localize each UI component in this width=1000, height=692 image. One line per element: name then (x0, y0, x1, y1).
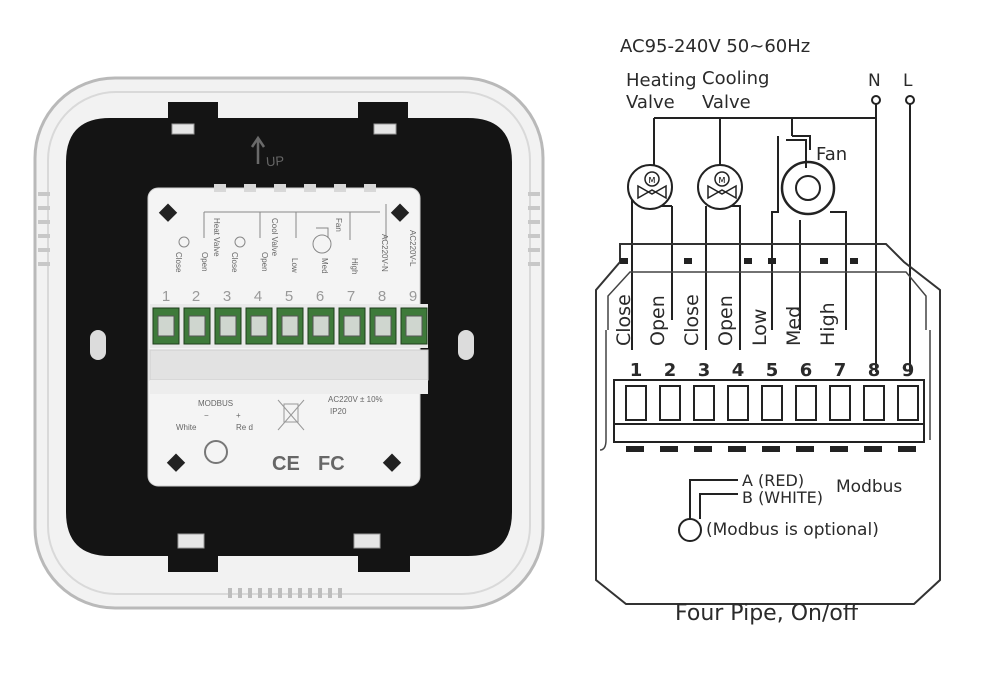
photo-label-fan: Fan (334, 218, 343, 232)
photo-label-cool-valve: Cool Valve (270, 218, 279, 257)
photo-ce-mark: CE (272, 453, 300, 475)
diagram-terminal-number: 4 (732, 360, 745, 381)
supply-label: AC95-240V 50~60Hz (620, 36, 810, 57)
photo-label-ac-n: AC220V-N (380, 234, 389, 272)
diagram-terminal-labels: Close Open Close Open Low Med High (613, 294, 839, 346)
bottom-vents (228, 588, 342, 598)
svg-text:M: M (719, 176, 726, 185)
modbus-b-label: B (WHITE) (742, 488, 823, 507)
weee-bin-icon (277, 399, 305, 431)
diagram-thermostat-outline (595, 243, 941, 605)
photo-modbus-area: MODBUS − + White Re d AC220V ± 10% IP20 (176, 395, 383, 432)
photo-terminal-number: 4 (254, 288, 262, 305)
l-label: L (903, 71, 913, 91)
mount-slot-left (90, 330, 106, 360)
photo-modbus-title: MODBUS (198, 399, 233, 408)
n-label: N (868, 71, 881, 91)
heating-valve-label-line1: Heating (626, 70, 697, 91)
photo-terminal-number: 8 (378, 288, 386, 305)
modbus-note: (Modbus is optional) (706, 520, 879, 540)
photo-modbus-red: Re d (236, 423, 253, 432)
photo-label-close1: Close (174, 252, 183, 273)
photo-label-open1: Open (200, 252, 209, 272)
photo-terminal-number: 6 (316, 288, 324, 305)
diagram-terminal-number: 9 (902, 360, 915, 381)
modbus-title: Modbus (836, 477, 902, 497)
diagram-label-med: Med (783, 306, 805, 346)
diagram-terminal-number: 5 (766, 360, 779, 381)
diagram-terminal-number: 1 (630, 360, 643, 381)
heating-valve-icon: M (627, 164, 673, 210)
up-label: UP (266, 153, 285, 169)
diagram-label-high: High (817, 302, 839, 346)
photo-label-med: Med (320, 258, 329, 274)
mount-slot-right (458, 330, 474, 360)
photo-terminal-block (149, 304, 429, 394)
cooling-valve-label-line2: Valve (702, 92, 751, 113)
photo-terminal-number: 1 (162, 288, 170, 305)
thermostat-back-photo: UP Close Open Heat Valve (33, 76, 545, 610)
photo-terminal-number: 7 (347, 288, 355, 305)
diagram-terminal-number: 8 (868, 360, 881, 381)
heating-valve-label-line2: Valve (626, 92, 675, 113)
photo-modbus-plus: + (236, 411, 241, 420)
fan-label: Fan (816, 144, 847, 165)
modbus-port-icon (204, 440, 228, 464)
photo-fc-mark: FC (318, 453, 345, 475)
cooling-valve-label-line1: Cooling (702, 68, 769, 89)
photo-modbus-minus: − (204, 411, 209, 420)
diagram-label-open1: Open (647, 295, 669, 346)
diagram-terminal-number: 7 (834, 360, 847, 381)
photo-terminal-number: 2 (192, 288, 200, 305)
photo-terminal-number: 9 (409, 288, 417, 305)
photo-rating: AC220V ± 10% (328, 395, 383, 404)
diagram-caption: Four Pipe, On/off (675, 601, 859, 626)
photo-label-open2: Open (260, 252, 269, 272)
modbus-a-label: A (RED) (742, 471, 804, 490)
photo-terminal-numbers: 1 2 3 4 5 6 7 8 9 (162, 288, 417, 305)
up-arrow-icon: UP (250, 135, 285, 169)
diagram-label-open2: Open (715, 295, 737, 346)
photo-label-high: High (350, 258, 359, 274)
photo-terminal-number: 3 (223, 288, 231, 305)
diagram-label-close2: Close (681, 294, 703, 346)
fan-icon (780, 139, 836, 216)
photo-label-low: Low (290, 258, 299, 273)
svg-text:M: M (649, 176, 656, 185)
photo-label-heat-valve: Heat Valve (212, 218, 221, 257)
diagram-modbus-connector (678, 479, 738, 542)
side-vents (38, 192, 540, 266)
diagram-terminal-number: 2 (664, 360, 677, 381)
cooling-valve-icon: M (697, 164, 743, 210)
diagram-terminal-block (613, 379, 925, 443)
diagram-terminal-numbers: 1 2 3 4 5 6 7 8 9 (630, 360, 915, 381)
diagram-label-low: Low (749, 309, 771, 346)
diagram-terminal-number: 6 (800, 360, 813, 381)
diagram-label-close1: Close (613, 294, 635, 346)
photo-function-labels: Close Open Heat Valve Close Open Cool Va… (174, 218, 417, 274)
photo-label-close2: Close (230, 252, 239, 273)
photo-ip: IP20 (330, 407, 347, 416)
photo-terminal-number: 5 (285, 288, 293, 305)
diagram-terminal-number: 3 (698, 360, 711, 381)
photo-label-ac-l: AC220V-L (408, 230, 417, 267)
wiring-diagram (631, 95, 915, 372)
photo-modbus-white: White (176, 423, 197, 432)
